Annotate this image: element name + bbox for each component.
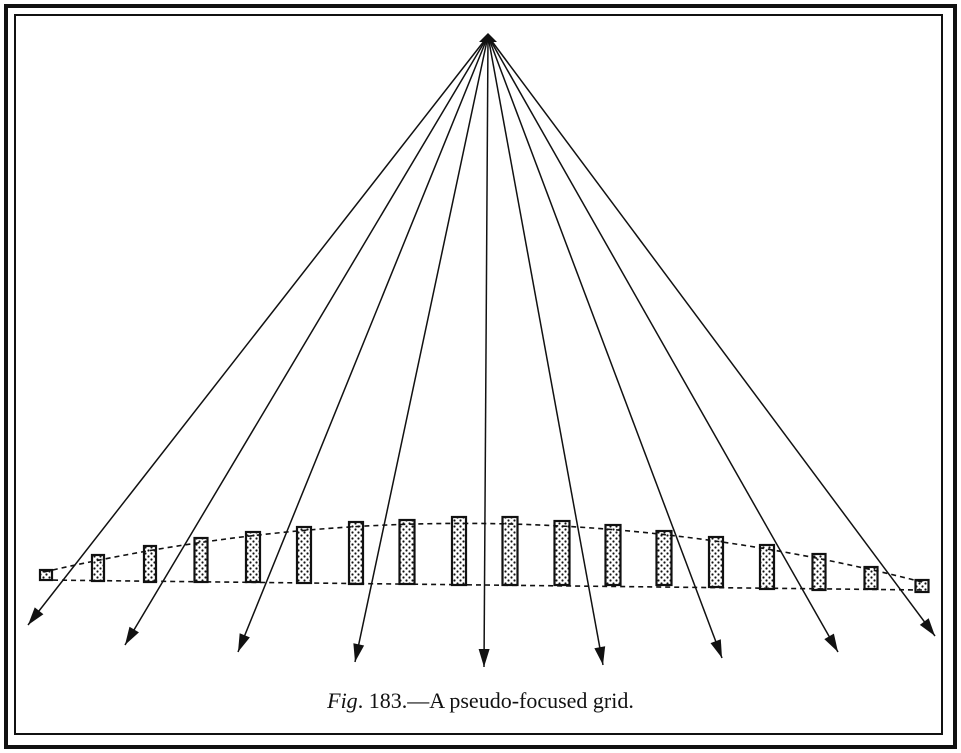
- outer-border: [4, 4, 957, 749]
- lamella-13: [655, 529, 673, 587]
- ray-arrowhead-4: [353, 643, 365, 662]
- lamella-18: [914, 578, 930, 594]
- figure-caption-text: . 183.—A pseudo-focused grid.: [357, 688, 634, 713]
- inner-border: [14, 14, 943, 735]
- ray-arrowhead-1: [28, 607, 44, 625]
- lamella-12: [604, 523, 622, 587]
- ray-line-9: [487, 35, 936, 637]
- ray-line-2: [124, 35, 489, 646]
- ray-line-8: [487, 35, 839, 653]
- lamella-3: [142, 544, 158, 584]
- lamella-17: [863, 565, 879, 591]
- ray-line-3: [237, 35, 489, 653]
- ray-line-4: [354, 35, 489, 663]
- ray-arrowhead-3: [238, 633, 250, 652]
- grid-lamellae: [38, 515, 930, 594]
- ray-arrowhead-9: [919, 618, 935, 636]
- lamella-4: [193, 536, 209, 584]
- ray-line-7: [487, 35, 723, 659]
- ray-line-1: [27, 35, 489, 626]
- lamella-2: [90, 553, 106, 583]
- grid-lower-envelope: [43, 579, 923, 591]
- ray-arrowhead-8: [824, 633, 838, 652]
- ray-arrowhead-7: [710, 639, 722, 658]
- ray-line-6: [487, 35, 604, 666]
- x-ray-beams: [27, 35, 936, 668]
- lamella-6: [295, 525, 313, 585]
- ray-arrowhead-6: [594, 646, 606, 665]
- figure-caption: Fig. 183.—A pseudo-focused grid.: [0, 688, 961, 714]
- ray-line-5: [483, 35, 489, 668]
- ray-arrowhead-2: [125, 626, 139, 645]
- lamella-5: [244, 530, 262, 584]
- lamella-14: [707, 535, 725, 589]
- lamella-15: [758, 543, 776, 591]
- lamella-7: [347, 520, 365, 586]
- lamella-11: [553, 519, 571, 587]
- grid-upper-envelope: [43, 522, 923, 583]
- figure-label: Fig: [327, 688, 358, 713]
- ray-arrowhead-5: [478, 648, 490, 667]
- lamella-8: [398, 518, 416, 586]
- lamella-9: [450, 515, 468, 587]
- focal-spot: [479, 33, 497, 42]
- lamella-16: [811, 552, 827, 592]
- lamella-10: [501, 515, 519, 587]
